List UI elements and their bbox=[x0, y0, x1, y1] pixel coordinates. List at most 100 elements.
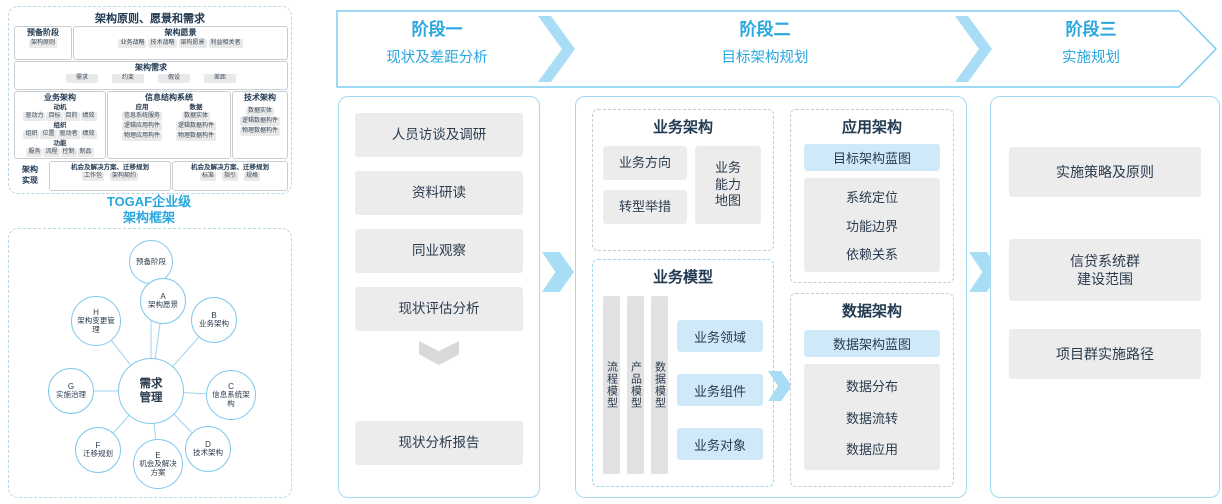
cycle-node-f-migration: F 迁移规划 bbox=[75, 427, 121, 473]
preliminary-phase-label: 预备阶段 bbox=[27, 28, 59, 37]
phase-1-header: 阶段一 现状及差距分析 bbox=[336, 19, 538, 67]
cycle-node-label: 实施治理 bbox=[56, 390, 86, 400]
step-document-study: 资料研读 bbox=[355, 171, 523, 215]
dependency-relations: 依赖关系 bbox=[845, 246, 898, 262]
group-chip: 服务 bbox=[26, 148, 43, 158]
function-boundary: 功能边界 bbox=[845, 218, 898, 234]
data-distribution: 数据分布 bbox=[845, 379, 898, 395]
group-chip: 位置 bbox=[40, 130, 57, 140]
cycle-center-requirements-management: 需求 管理 bbox=[118, 358, 184, 424]
vision-chip: 技术战略 bbox=[148, 38, 177, 48]
business-architecture-title: 业务架构 bbox=[652, 119, 713, 136]
result-report: 现状分析报告 bbox=[355, 421, 523, 465]
architecture-realization-label: 架构 实现 bbox=[22, 165, 38, 185]
cycle-node-label: 迁移规划 bbox=[83, 449, 113, 459]
group-label: 动机 bbox=[53, 103, 67, 111]
phase-2-column: 业务架构 业务方向 转型举措 业务 能力 地图 业务模型 流程模型 产品模型 数… bbox=[575, 96, 967, 498]
cycle-node-label: 预备阶段 bbox=[136, 256, 166, 266]
data-chip: 逻辑数据构件 bbox=[175, 121, 216, 131]
requirement-chip: 假设 bbox=[158, 73, 191, 83]
opportunities-migration-box-right: 机会及解决方案、迁移规划 标准 指引 规格 bbox=[172, 161, 288, 191]
data-label: 数据 bbox=[189, 103, 203, 111]
phase-banner-svg bbox=[336, 10, 1218, 88]
phase-3-title: 阶段三 bbox=[1065, 20, 1117, 39]
data-detail-box: 数据分布 数据流转 数据应用 bbox=[804, 364, 940, 470]
cycle-node-id: A bbox=[160, 292, 166, 302]
arrow-down-icon bbox=[419, 341, 459, 365]
vision-chip: 架构愿景 bbox=[178, 38, 207, 48]
information-system-box: 信息结构系统 应用 信息系统服务 逻辑应用构件 物理应用构件 数据 数据实体 逻… bbox=[107, 91, 231, 159]
architecture-vision-box: 架构愿景 业务战略 技术战略 架构愿景 利益相关者 bbox=[73, 26, 288, 60]
vision-chip: 业务战略 bbox=[118, 38, 147, 48]
technology-architecture-title: 技术架构 bbox=[244, 93, 276, 102]
cycle-node-c-information: C 信息系统架构 bbox=[206, 370, 256, 420]
cycle-node-d-technology: D 技术架构 bbox=[185, 426, 231, 472]
business-domain-box: 业务领域 bbox=[677, 320, 763, 352]
implementation-strategy-box: 实施策略及原则 bbox=[1009, 147, 1201, 197]
group-chip: 目的 bbox=[63, 111, 80, 121]
step-peer-observation: 同业观察 bbox=[355, 229, 523, 273]
business-model-group: 业务模型 流程模型 产品模型 数据模型 业务领域 业务组件 业务对象 bbox=[592, 259, 774, 487]
data-application: 数据应用 bbox=[845, 441, 898, 457]
cycle-node-label: 业务架构 bbox=[199, 319, 229, 329]
cycle-node-id: C bbox=[228, 381, 234, 391]
principles-title: 架构原则、愿景和需求 bbox=[95, 13, 205, 25]
information-system-title: 信息结构系统 bbox=[145, 93, 193, 102]
data-flow: 数据流转 bbox=[845, 410, 898, 426]
opportunities-migration-box-left: 机会及解决方案、迁移规划 工作包 架构契约 bbox=[49, 161, 171, 191]
cycle-node-g-governance: G 实施治理 bbox=[48, 368, 94, 414]
application-architecture-group: 应用架构 目标架构蓝图 系统定位 功能边界 依赖关系 bbox=[790, 109, 954, 283]
adm-cycle-panel: 预备阶段 A 架构愿景 B 业务架构 C 信息系统架构 D 技术架构 E 机会及… bbox=[8, 228, 292, 498]
phase-2-header: 阶段二 目标架构规划 bbox=[575, 19, 955, 67]
target-blueprint-box: 目标架构蓝图 bbox=[804, 144, 940, 171]
cycle-node-e-opportunities: E 机会及解决方案 bbox=[133, 439, 183, 489]
technology-chip: 数据实体 bbox=[245, 106, 274, 116]
cycle-node-label: 架构愿景 bbox=[148, 300, 178, 310]
phase-3-subtitle: 实施规划 bbox=[1062, 50, 1120, 67]
cycle-node-id: E bbox=[155, 450, 161, 460]
cycle-node-b-business: B 业务架构 bbox=[191, 297, 237, 343]
impl-chip: 工作包 bbox=[81, 172, 104, 182]
group-chip: 驱动者 bbox=[57, 130, 80, 140]
architecture-requirements-box: 架构需求 需求 约束 假设 差距 bbox=[14, 61, 288, 90]
requirement-chip: 约束 bbox=[111, 73, 144, 83]
application-chip: 信息系统服务 bbox=[121, 111, 162, 121]
arrow-right-icon bbox=[542, 252, 574, 292]
group-chip: 绩效 bbox=[80, 111, 97, 121]
step-interviews: 人员访谈及调研 bbox=[355, 113, 523, 157]
cycle-node-label: 架构变更管理 bbox=[77, 315, 115, 334]
opportunities-title: 机会及解决方案、迁移规划 bbox=[71, 164, 149, 171]
technology-architecture-box: 技术架构 数据实体 逻辑数据构件 物理数据构件 bbox=[232, 91, 288, 159]
data-blueprint-box: 数据架构蓝图 bbox=[804, 330, 940, 357]
technology-chip: 物理数据构件 bbox=[239, 126, 280, 136]
cycle-node-h-change: H 架构变更管理 bbox=[71, 296, 121, 346]
group-chip: 组织 bbox=[23, 130, 40, 140]
cycle-node-id: D bbox=[205, 440, 211, 450]
data-subcolumn: 数据 数据实体 逻辑数据构件 物理数据构件 bbox=[175, 103, 216, 141]
credit-system-scope-box: 信贷系统群 建设范围 bbox=[1009, 239, 1201, 301]
vision-chip: 利益相关者 bbox=[208, 38, 243, 48]
data-chip: 物理数据构件 bbox=[175, 131, 216, 141]
impl-chip: 架构契约 bbox=[110, 172, 139, 182]
data-model-bar: 数据模型 bbox=[651, 296, 668, 474]
phase-1-title: 阶段一 bbox=[411, 20, 463, 39]
cycle-node-id: G bbox=[67, 382, 75, 392]
phase-banner: 阶段一 现状及差距分析 阶段二 目标架构规划 阶段三 实施规划 bbox=[336, 10, 1218, 88]
data-chip: 数据实体 bbox=[181, 111, 210, 121]
phase-1-subtitle: 现状及差距分析 bbox=[386, 50, 488, 67]
phase-3-header: 阶段三 实施规划 bbox=[986, 19, 1196, 67]
step-assessment: 现状评估分析 bbox=[355, 287, 523, 331]
program-roadmap-box: 项目群实施路径 bbox=[1009, 329, 1201, 379]
capability-map-box: 业务 能力 地图 bbox=[695, 146, 761, 224]
application-detail-box: 系统定位 功能边界 依赖关系 bbox=[804, 178, 940, 272]
togaf-framework-label: TOGAF企业级 架构框架 bbox=[106, 194, 192, 225]
data-architecture-title: 数据架构 bbox=[841, 303, 902, 320]
requirement-chip: 需求 bbox=[65, 73, 98, 83]
cycle-node-label: 技术架构 bbox=[193, 448, 223, 458]
preliminary-phase-box: 预备阶段 架构原则 bbox=[14, 26, 72, 60]
transformation-initiatives-box: 转型举措 bbox=[603, 190, 687, 224]
group-chip: 制品 bbox=[77, 148, 94, 158]
application-chip: 逻辑应用构件 bbox=[121, 121, 162, 131]
cycle-node-id: B bbox=[211, 311, 217, 321]
